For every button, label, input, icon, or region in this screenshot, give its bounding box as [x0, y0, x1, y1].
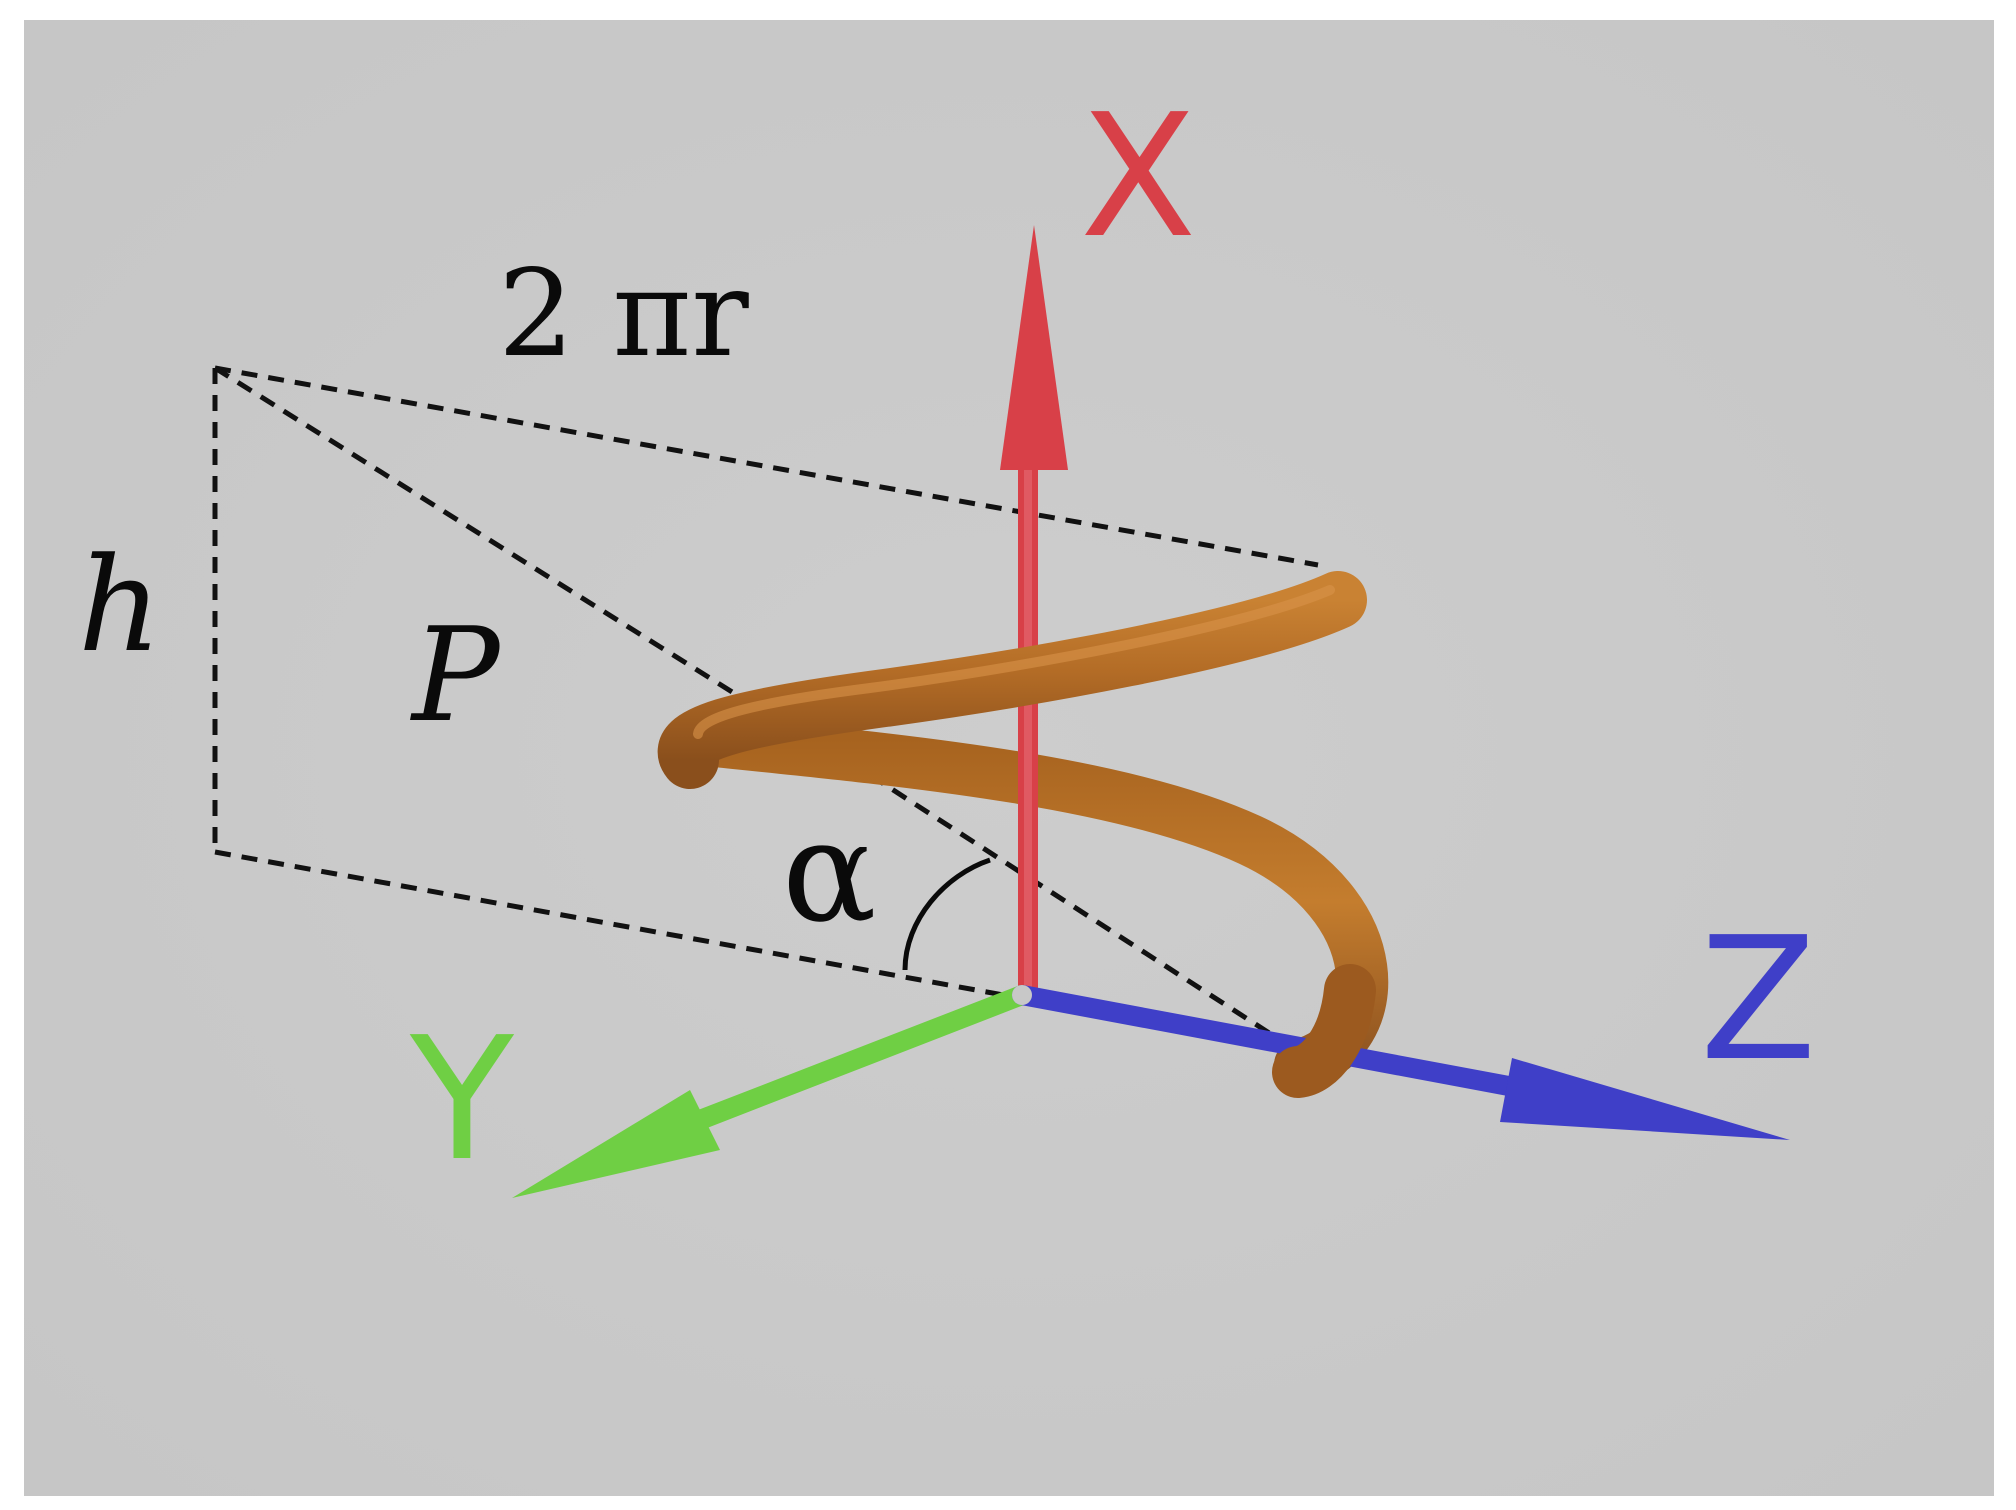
axis-y-label: Y — [409, 1001, 515, 1199]
angle-arc — [902, 857, 991, 971]
axis-z — [1012, 985, 1790, 1140]
arrow-down-left-icon — [512, 1090, 720, 1198]
angle-label: α — [782, 791, 877, 954]
bottom-dashed-line — [214, 849, 1021, 1001]
height-label: h — [78, 529, 162, 681]
pitch-dashed-line-lower — [868, 772, 1282, 1043]
dashed-construction — [212, 365, 1319, 1043]
axis-z-label: Z — [1700, 901, 1816, 1099]
arrow-down-right-icon — [1500, 1058, 1790, 1140]
pitch-dashed-line-upper — [213, 365, 747, 703]
helix-front-highlight — [693, 585, 1335, 739]
axis-y — [512, 985, 1032, 1198]
origin-point — [1012, 985, 1032, 1005]
arrow-up-icon — [1000, 225, 1068, 470]
axis-z-shaft — [1012, 985, 1540, 1100]
circumference-label: 2 πr — [498, 245, 749, 384]
axis-x — [1000, 225, 1068, 998]
helix-tail-segment — [1272, 964, 1376, 1098]
helix-front-segment — [657, 571, 1367, 789]
top-dashed-line — [214, 365, 1319, 568]
axis-y-shaft — [690, 985, 1032, 1130]
axis-x-label: X — [1080, 78, 1196, 276]
pitch-length-label: P — [410, 599, 502, 751]
